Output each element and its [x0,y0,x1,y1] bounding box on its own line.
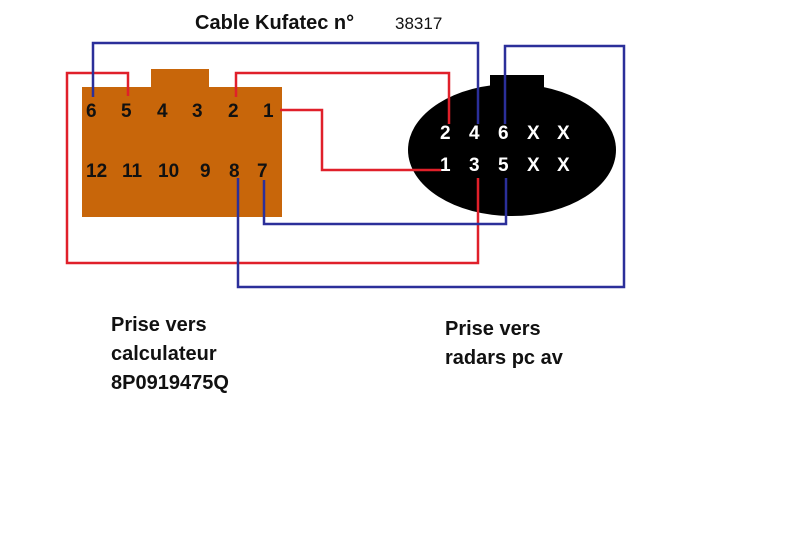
right-pin-bottom: 5 [498,155,509,176]
diagram-title-number: 38317 [395,14,442,33]
right-pin-top: 2 [440,123,451,144]
right-connector-body [408,84,616,216]
wire-red-5-to-3 [65,71,480,265]
right-pin-bottom: 1 [440,155,451,176]
left-connector-tab [151,69,209,89]
left-connector-caption: Prise vers calculateur 8P0919475Q [111,311,229,398]
right-pin-bottom: X [527,155,540,176]
left-pin-bottom: 8 [229,161,240,182]
right-pin-top: 4 [469,123,480,144]
right-pin-top: X [557,123,570,144]
caption-line: radars pc av [445,347,563,369]
left-pin-bottom: 9 [200,161,211,182]
left-pin-bottom: 7 [257,161,268,182]
caption-line: 8P0919475Q [111,372,229,394]
wire-red-1-to-1 [280,108,441,172]
left-pin-top: 1 [263,101,274,122]
left-pin-top: 4 [157,101,168,122]
wire-blue-8-to-6 [236,44,626,289]
right-pin-bottom: X [557,155,570,176]
caption-line: Prise vers [111,314,207,336]
right-connector-caption: Prise vers radars pc av [445,315,563,373]
caption-line: Prise vers [445,318,541,340]
wire-red-2-to-2 [234,71,451,124]
left-pin-top: 6 [86,101,97,122]
left-connector-body [82,87,282,217]
left-pin-bottom: 10 [158,161,179,182]
right-pin-bottom: 3 [469,155,480,176]
wire-blue-6-to-4 [91,41,480,124]
left-pin-bottom: 12 [86,161,107,182]
right-pin-top: 6 [498,123,509,144]
left-pin-top: 3 [192,101,203,122]
wire-blue-7-to-5 [262,178,508,226]
left-pin-top: 2 [228,101,239,122]
right-pin-top: X [527,123,540,144]
left-pin-bottom: 11 [122,161,143,182]
caption-line: calculateur [111,343,217,365]
diagram-title: Cable Kufatec n° [195,12,354,34]
left-pin-top: 5 [121,101,132,122]
